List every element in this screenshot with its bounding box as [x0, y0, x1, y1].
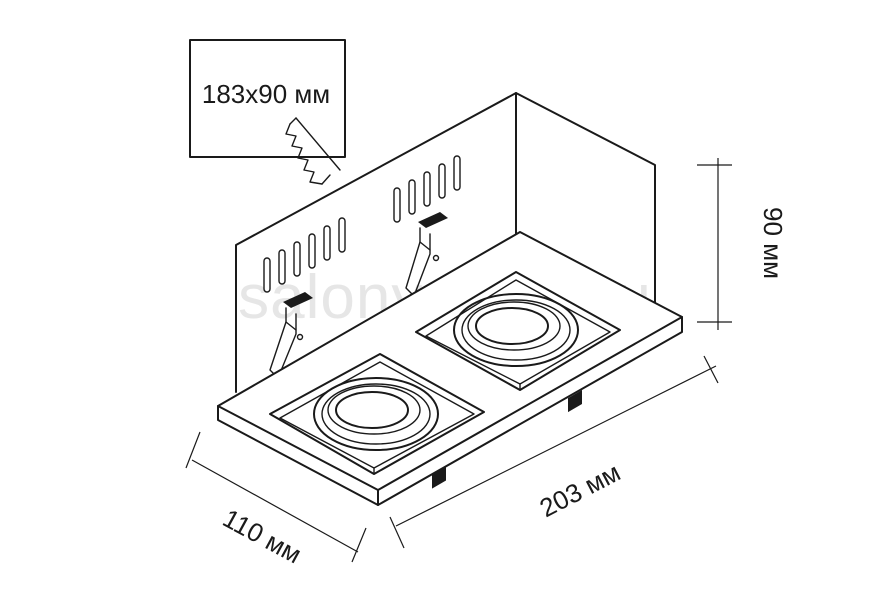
vent-slot	[308, 233, 316, 269]
saw-cut-icon	[285, 117, 341, 185]
vent-slot	[453, 155, 461, 191]
vent-slots	[263, 155, 461, 293]
spring-clip-right	[405, 212, 448, 297]
vent-slot	[323, 225, 331, 261]
width-label: 203 мм	[535, 457, 625, 523]
height-label: 90 мм	[758, 207, 788, 279]
lamp-module-left	[269, 353, 485, 475]
cutout-inset: 183x90 мм	[189, 39, 346, 185]
cutout-size-label: 183x90 мм	[202, 79, 330, 109]
vent-slot	[393, 187, 401, 223]
vent-slot	[263, 257, 271, 293]
vent-slot	[423, 171, 431, 207]
lamp-module-right	[415, 271, 621, 391]
height-dimension: 90 мм	[697, 158, 788, 330]
spring-clip-left	[269, 292, 313, 379]
vent-slot	[408, 179, 416, 215]
front-bezel	[217, 231, 683, 506]
vent-slot	[293, 241, 301, 277]
vent-slot	[438, 163, 446, 199]
vent-slot	[278, 249, 286, 285]
depth-label: 110 мм	[218, 503, 307, 570]
vent-slot	[338, 217, 346, 253]
